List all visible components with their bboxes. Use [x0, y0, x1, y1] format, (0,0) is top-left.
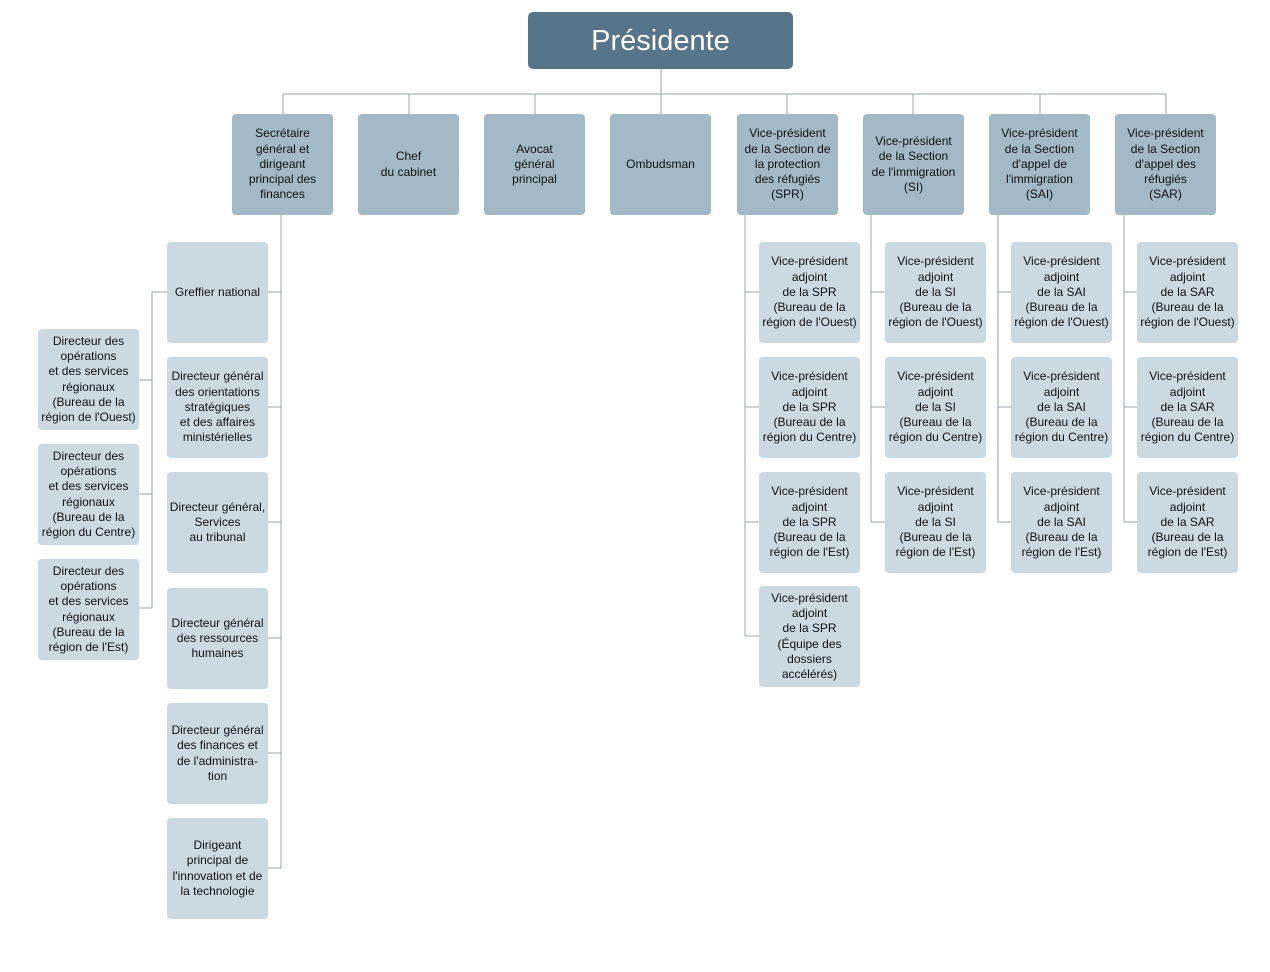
secretary-general-label: Secrétaire général et dirigeant principa… [248, 126, 317, 202]
avp-si-central-label: Vice-président adjoint de la SI (Bureau … [888, 369, 983, 445]
avp-sar-west-label: Vice-président adjoint de la SAR (Bureau… [1140, 254, 1235, 330]
dg-human-resources-label: Directeur général des ressources humaine… [171, 615, 264, 661]
vp-sai-label: Vice-président de la Section d'appel de … [1001, 126, 1078, 202]
president-box: Présidente [528, 12, 793, 69]
avp-spr-east-box: Vice-président adjoint de la SPR (Bureau… [759, 472, 860, 573]
avp-spr-central-box: Vice-président adjoint de la SPR (Bureau… [759, 357, 860, 458]
avp-sar-central-box: Vice-président adjoint de la SAR (Bureau… [1137, 357, 1238, 458]
dg-tribunal-services-label: Directeur général, Services au tribunal [169, 499, 266, 545]
secretary-general-box: Secrétaire général et dirigeant principa… [232, 114, 333, 215]
national-registrar-label: Greffier national [174, 284, 261, 299]
avp-sar-east-box: Vice-président adjoint de la SAR (Bureau… [1137, 472, 1238, 573]
avp-sar-west-box: Vice-président adjoint de la SAR (Bureau… [1137, 242, 1238, 343]
avp-spr-central-label: Vice-président adjoint de la SPR (Bureau… [762, 369, 857, 445]
avp-sai-west-box: Vice-président adjoint de la SAI (Bureau… [1011, 242, 1112, 343]
vp-spr-box: Vice-président de la Section de la prote… [737, 114, 838, 215]
avp-spr-east-label: Vice-président adjoint de la SPR (Bureau… [769, 484, 850, 560]
vp-sar-box: Vice-président de la Section d'appel des… [1115, 114, 1216, 215]
avp-sai-west-label: Vice-président adjoint de la SAI (Bureau… [1014, 254, 1109, 330]
chief-of-staff-box: Chef du cabinet [358, 114, 459, 215]
chief-of-staff-label: Chef du cabinet [380, 149, 437, 179]
regional-director-east-box: Directeur des opérations et des services… [38, 559, 139, 660]
senior-general-counsel-label: Avocat général principal [512, 141, 557, 187]
regional-director-east-label: Directeur des opérations et des services… [48, 563, 129, 655]
avp-spr-expedited-box: Vice-président adjoint de la SPR (Équipe… [759, 586, 860, 687]
regional-director-west-label: Directeur des opérations et des services… [41, 333, 136, 425]
avp-sai-central-label: Vice-président adjoint de la SAI (Bureau… [1014, 369, 1109, 445]
dg-strategic-directions-label: Directeur général des orientations strat… [171, 369, 264, 445]
vp-si-label: Vice-président de la Section de l'immigr… [871, 133, 956, 194]
avp-spr-west-label: Vice-président adjoint de la SPR (Bureau… [762, 254, 857, 330]
senior-general-counsel-box: Avocat général principal [484, 114, 585, 215]
vp-sai-box: Vice-président de la Section d'appel de … [989, 114, 1090, 215]
avp-si-west-label: Vice-président adjoint de la SI (Bureau … [888, 254, 983, 330]
dg-human-resources-box: Directeur général des ressources humaine… [167, 588, 268, 689]
ombudsman-box: Ombudsman [610, 114, 711, 215]
dg-strategic-directions-box: Directeur général des orientations strat… [167, 357, 268, 458]
avp-si-central-box: Vice-président adjoint de la SI (Bureau … [885, 357, 986, 458]
dg-tribunal-services-box: Directeur général, Services au tribunal [167, 472, 268, 573]
chief-innovation-officer-label: Dirigeant principal de l'innovation et d… [172, 837, 263, 898]
avp-sai-east-box: Vice-président adjoint de la SAI (Bureau… [1011, 472, 1112, 573]
avp-sai-east-label: Vice-président adjoint de la SAI (Bureau… [1021, 484, 1102, 560]
avp-spr-west-box: Vice-président adjoint de la SPR (Bureau… [759, 242, 860, 343]
avp-sai-central-box: Vice-président adjoint de la SAI (Bureau… [1011, 357, 1112, 458]
avp-si-west-box: Vice-président adjoint de la SI (Bureau … [885, 242, 986, 343]
avp-sar-central-label: Vice-président adjoint de la SAR (Bureau… [1140, 369, 1235, 445]
regional-director-central-box: Directeur des opérations et des services… [38, 444, 139, 545]
avp-si-east-box: Vice-président adjoint de la SI (Bureau … [885, 472, 986, 573]
avp-sar-east-label: Vice-président adjoint de la SAR (Bureau… [1147, 484, 1228, 560]
vp-si-box: Vice-président de la Section de l'immigr… [863, 114, 964, 215]
national-registrar-box: Greffier national [167, 242, 268, 343]
dg-finance-admin-label: Directeur général des finances et de l'a… [171, 722, 264, 783]
regional-director-central-label: Directeur des opérations et des services… [41, 448, 136, 540]
president-label: Présidente [591, 24, 730, 57]
chief-innovation-officer-box: Dirigeant principal de l'innovation et d… [167, 818, 268, 919]
avp-spr-expedited-label: Vice-président adjoint de la SPR (Équipe… [771, 590, 848, 682]
ombudsman-label: Ombudsman [626, 156, 695, 171]
avp-si-east-label: Vice-président adjoint de la SI (Bureau … [895, 484, 976, 560]
vp-spr-label: Vice-président de la Section de la prote… [744, 126, 831, 202]
vp-sar-label: Vice-président de la Section d'appel des… [1127, 126, 1204, 202]
regional-director-west-box: Directeur des opérations et des services… [38, 329, 139, 430]
dg-finance-admin-box: Directeur général des finances et de l'a… [167, 703, 268, 804]
